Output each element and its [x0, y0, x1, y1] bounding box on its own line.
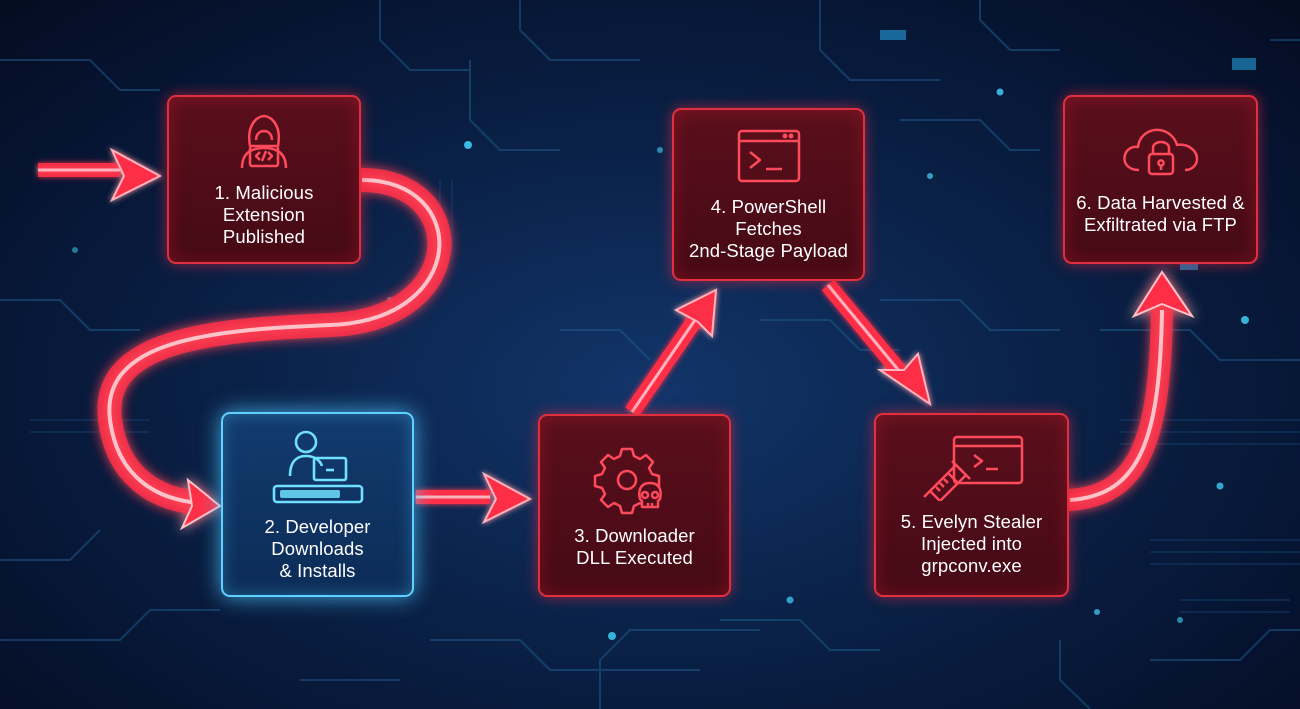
gear-skull-icon: [593, 447, 662, 514]
arrow-step2-to-step3: [416, 471, 533, 525]
step-4-card: 4. PowerShell Fetches 2nd-Stage Payload: [672, 108, 865, 281]
syringe-terminal-icon: [922, 435, 1023, 501]
step-3-card: 3. Downloader DLL Executed: [538, 414, 731, 597]
step-3-label: 3. Downloader DLL Executed: [574, 524, 695, 568]
step-6-card: 6. Data Harvested & Exfiltrated via FTP: [1063, 95, 1258, 264]
step-5-card: 5. Evelyn Stealer Injected into grpconv.…: [874, 413, 1069, 597]
arrow-step4-to-step5: [821, 279, 932, 407]
step-1-label: 1. Malicious Extension Published: [214, 181, 314, 247]
step-4-label: 4. PowerShell Fetches 2nd-Stage Payload: [688, 195, 849, 261]
step-2-label: 2. Developer Downloads & Installs: [264, 515, 371, 581]
cloud-lock-icon: [1122, 128, 1198, 175]
developer-laptop-icon: [272, 430, 363, 503]
terminal-window-icon: [737, 129, 800, 182]
hooded-hacker-laptop-icon: [240, 114, 288, 168]
arrow-step1-to-step2: [97, 168, 452, 531]
step-6-label: 6. Data Harvested & Exfiltrated via FTP: [1076, 191, 1245, 235]
arrow-step3-to-step4: [625, 288, 718, 417]
step-5-label: 5. Evelyn Stealer Injected into grpconv.…: [900, 511, 1043, 576]
step-1-card: 1. Malicious Extension Published: [167, 95, 361, 264]
step-2-card: 2. Developer Downloads & Installs: [221, 412, 414, 597]
entry-arrow: [38, 147, 163, 203]
arrow-step5-to-step6: [1059, 270, 1195, 511]
